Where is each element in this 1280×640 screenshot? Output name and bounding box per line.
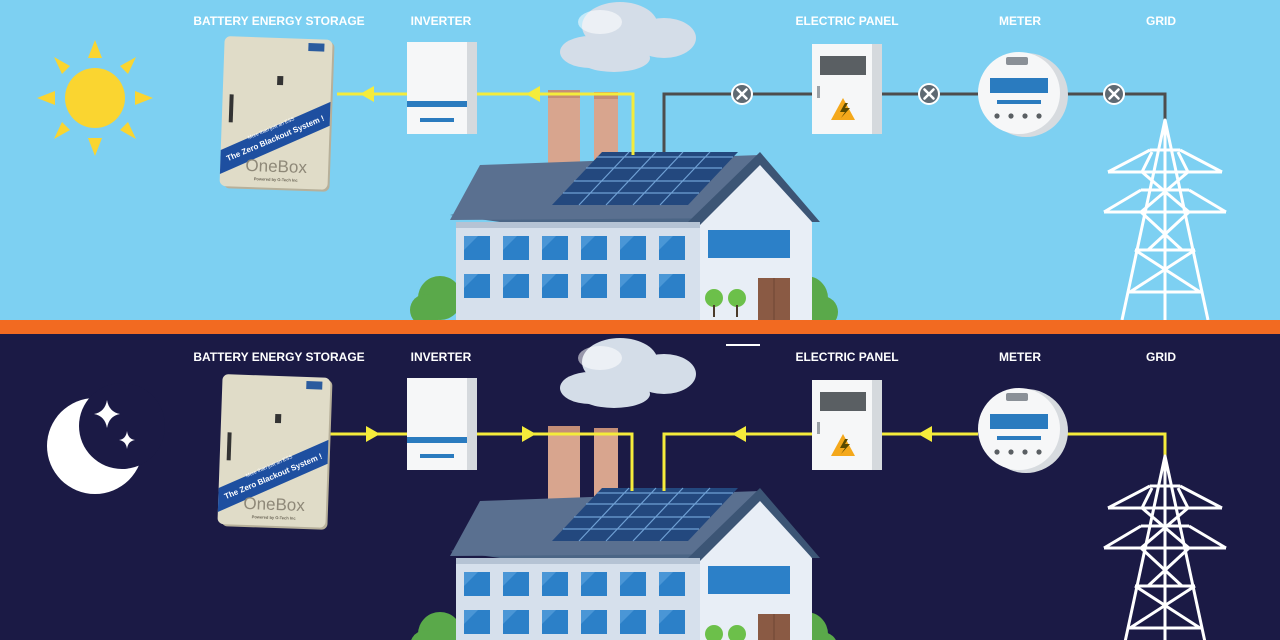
battery-powered: Powered by O-Tech Inc	[254, 176, 299, 183]
inverter-icon	[407, 42, 477, 134]
divider-mark	[726, 344, 760, 346]
label-grid: GRID	[1146, 14, 1176, 28]
label-electric-panel: ELECTRIC PANEL	[795, 350, 898, 364]
power-line-grid-meter	[1067, 432, 1167, 458]
arrow-left-icon	[526, 86, 540, 102]
grid-line-meter-grid	[1067, 92, 1167, 122]
arrow-right-icon	[366, 426, 380, 442]
label-electric-panel: ELECTRIC PANEL	[795, 14, 898, 28]
label-inverter: INVERTER	[411, 14, 472, 28]
inverter-icon	[407, 378, 477, 470]
sun-icon	[37, 40, 153, 156]
disconnect-icon	[916, 81, 942, 107]
battery-brand: OneBox	[245, 156, 308, 177]
label-battery-storage: BATTERY ENERGY STORAGE	[193, 350, 364, 364]
power-line-panel-building	[662, 432, 812, 491]
arrow-left-icon	[732, 426, 746, 442]
battery-powered: Powered by O-Tech Inc	[252, 514, 297, 521]
disconnect-icon	[1101, 81, 1127, 107]
battery-storage-icon: More than just an ESS The Zero Blackout …	[219, 36, 335, 192]
electric-panel-icon	[812, 44, 882, 134]
divider	[0, 320, 1280, 334]
moon-icon	[47, 383, 165, 494]
label-grid: GRID	[1146, 350, 1176, 364]
grid-line-building-panel	[662, 92, 812, 155]
battery-storage-icon: More than just an ESS The Zero Blackout …	[217, 374, 333, 530]
day-scene: More than just an ESS The Zero Blackout …	[0, 0, 1280, 329]
disconnect-icon	[729, 81, 755, 107]
electric-panel-icon	[812, 380, 882, 470]
label-battery-storage: BATTERY ENERGY STORAGE	[193, 14, 364, 28]
arrow-right-icon	[522, 426, 536, 442]
label-meter: METER	[999, 14, 1041, 28]
arrow-left-icon	[360, 86, 374, 102]
night-scene: More than just an ESS The Zero Blackout …	[0, 334, 1280, 640]
label-inverter: INVERTER	[411, 350, 472, 364]
arrow-left-icon	[918, 426, 932, 442]
battery-brand: OneBox	[243, 494, 306, 515]
label-meter: METER	[999, 350, 1041, 364]
